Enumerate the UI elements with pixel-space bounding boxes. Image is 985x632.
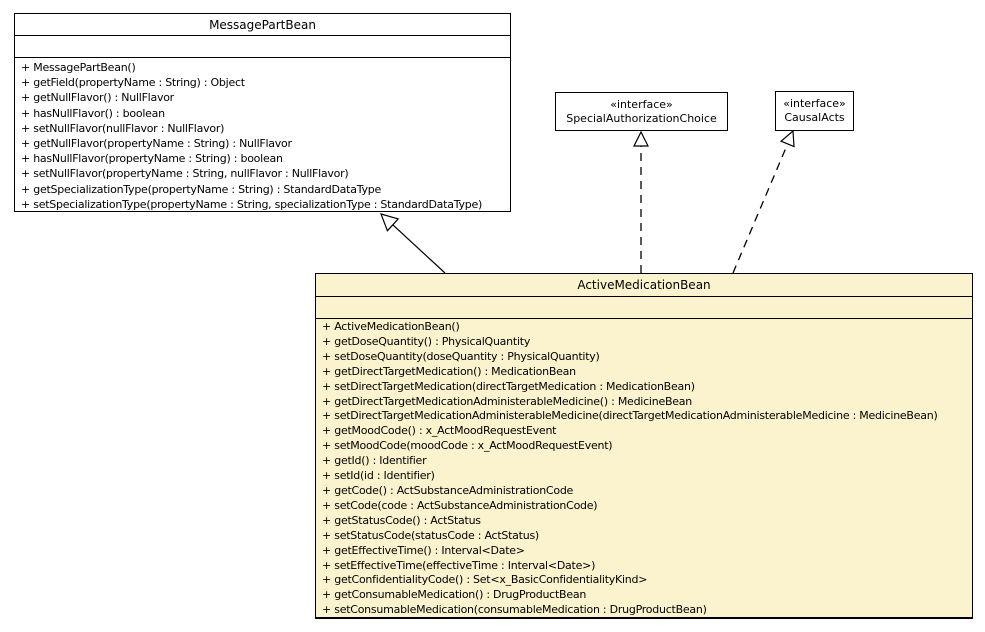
method-row: + getId() : Identifier bbox=[322, 454, 427, 468]
method-row: + getConsumableMedication() : DrugProduc… bbox=[322, 588, 587, 602]
methods-compartment: + ActiveMedicationBean()+ getDoseQuantit… bbox=[316, 319, 972, 617]
method-row: + getMoodCode() : x_ActMoodRequestEvent bbox=[322, 424, 557, 438]
realization-arrow bbox=[732, 129, 795, 274]
method-row: + getStatusCode() : ActStatus bbox=[322, 513, 481, 527]
realization-arrow bbox=[633, 130, 649, 273]
interface-box-causalacts: «interface» CausalActs bbox=[775, 91, 854, 131]
method-row: + hasNullFlavor(propertyName : String) :… bbox=[21, 152, 283, 166]
attributes-compartment bbox=[316, 297, 972, 319]
method-row: + setConsumableMedication(consumableMedi… bbox=[322, 603, 707, 617]
method-row: + getDirectTargetMedication() : Medicati… bbox=[322, 364, 576, 378]
method-row: + setCode(code : ActSubstanceAdministrat… bbox=[322, 498, 598, 512]
class-title: MessagePartBean bbox=[15, 14, 510, 36]
method-row: + setNullFlavor(propertyName : String, n… bbox=[21, 167, 349, 181]
method-row: + MessagePartBean() bbox=[21, 61, 136, 74]
method-row: + setEffectiveTime(effectiveTime : Inter… bbox=[322, 558, 596, 572]
method-row: + getNullFlavor(propertyName : String) :… bbox=[21, 137, 292, 151]
method-row: + getSpecializationType(propertyName : S… bbox=[21, 182, 381, 196]
method-row: + getDirectTargetMedicationAdministerabl… bbox=[322, 394, 692, 408]
method-row: + ActiveMedicationBean() bbox=[322, 320, 460, 333]
method-row: + setNullFlavor(nullFlavor : NullFlavor) bbox=[21, 121, 225, 135]
attributes-compartment bbox=[15, 36, 510, 58]
interface-box-specialauthorizationchoice: «interface» SpecialAuthorizationChoice bbox=[555, 92, 728, 131]
generalization-arrow bbox=[380, 213, 446, 274]
methods-compartment: + MessagePartBean() + getField(propertyNa… bbox=[15, 58, 510, 211]
interface-title: CausalActs bbox=[784, 111, 845, 124]
method-row: + getNullFlavor() : NullFlavor bbox=[21, 91, 174, 105]
method-row: + getField(propertyName : String) : Obje… bbox=[21, 76, 245, 90]
class-box-activemedicationbean: ActiveMedicationBean + ActiveMedicationB… bbox=[315, 273, 973, 619]
class-box-messagepartbean: MessagePartBean + MessagePartBean() + get… bbox=[14, 13, 511, 212]
method-row: + setDirectTargetMedication(directTarget… bbox=[322, 379, 695, 393]
method-row: + setDirectTargetMedicationAdministerabl… bbox=[322, 409, 938, 423]
method-row: + setId(id : Identifier) bbox=[322, 469, 435, 483]
method-row: + setSpecializationType(propertyName : S… bbox=[21, 197, 483, 211]
interface-title: SpecialAuthorizationChoice bbox=[566, 111, 717, 125]
method-row: + getDoseQuantity() : PhysicalQuantity bbox=[322, 334, 531, 348]
method-row: + setDoseQuantity(doseQuantity : Physica… bbox=[322, 349, 600, 363]
method-row: + setMoodCode(moodCode : x_ActMoodReques… bbox=[322, 439, 613, 453]
method-row: + setStatusCode(statusCode : ActStatus) bbox=[322, 528, 539, 542]
method-row: + getConfidentialityCode() : Set<x_Basic… bbox=[322, 573, 648, 587]
interface-stereotype: «interface» bbox=[610, 97, 673, 111]
method-row: + getEffectiveTime() : Interval<Date> bbox=[322, 543, 525, 557]
method-row: + getCode() : ActSubstanceAdministration… bbox=[322, 483, 574, 497]
class-title: ActiveMedicationBean bbox=[316, 274, 972, 297]
interface-stereotype: «interface» bbox=[783, 97, 846, 110]
method-row: + hasNullFlavor() : boolean bbox=[21, 106, 165, 120]
